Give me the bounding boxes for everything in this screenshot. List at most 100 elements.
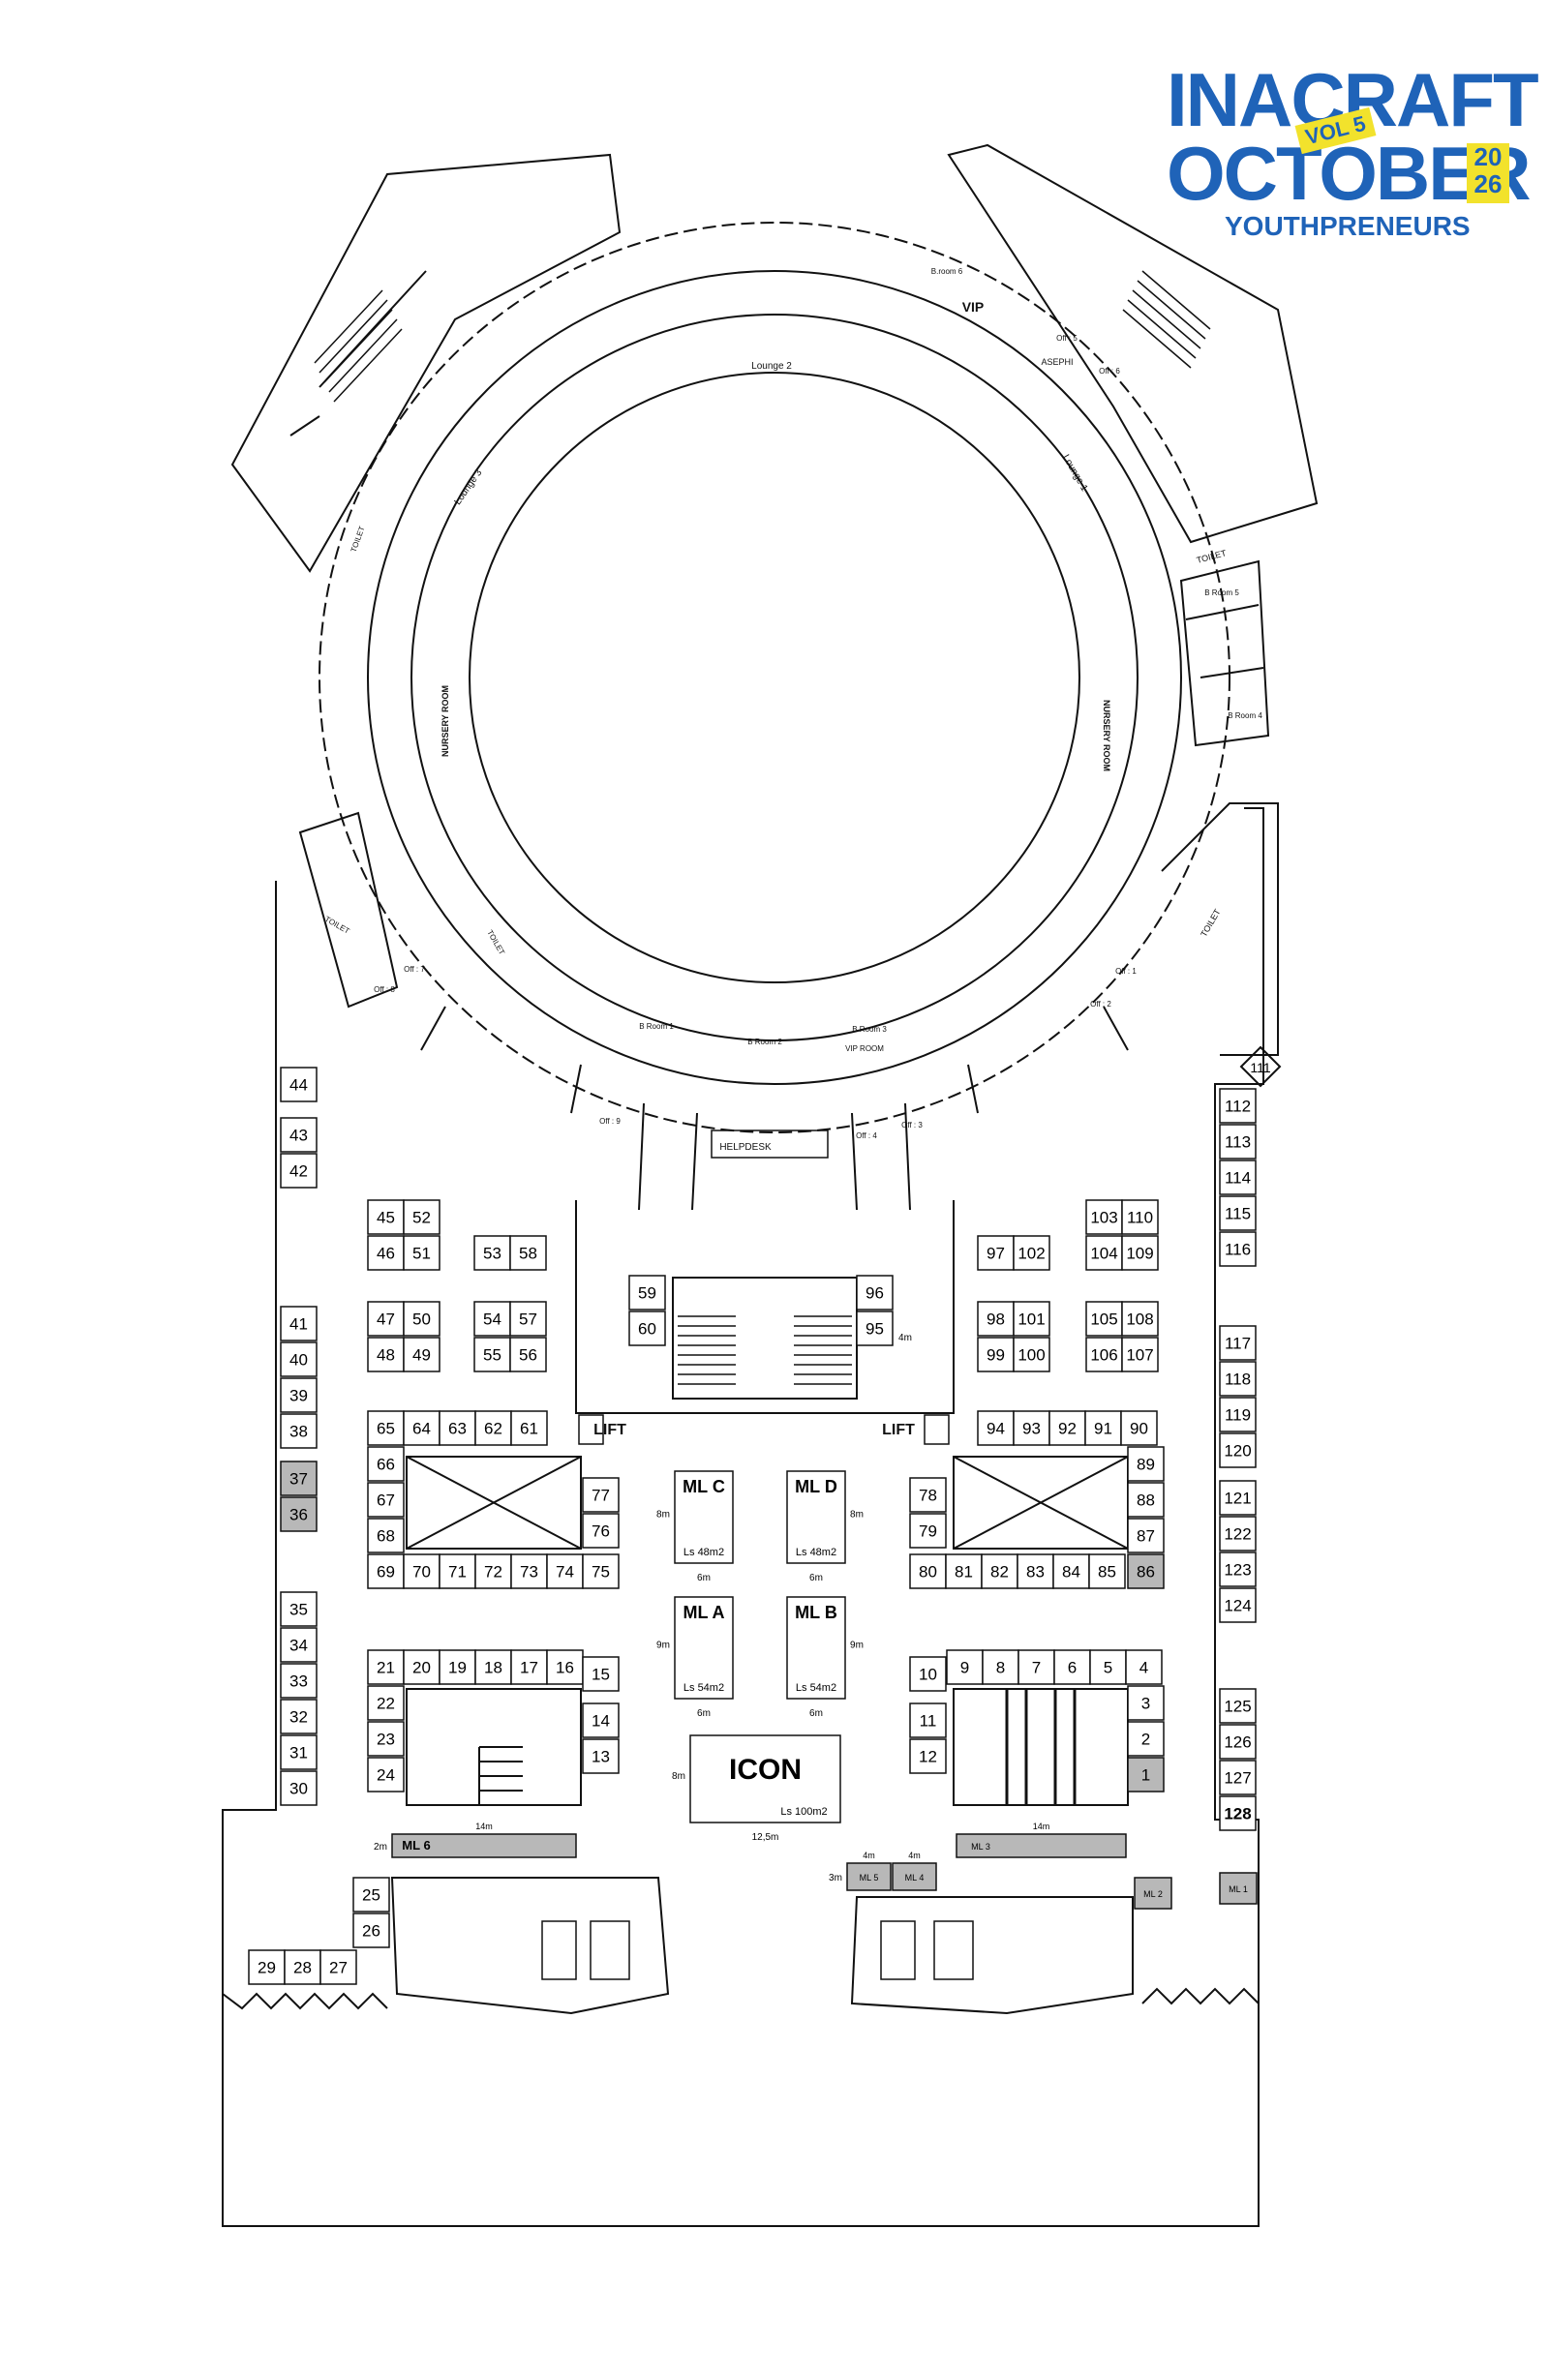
booth-1[interactable] (1127, 1757, 1165, 1793)
booth-74[interactable] (546, 1553, 584, 1589)
booth-123[interactable] (1219, 1552, 1257, 1587)
booth-67[interactable] (367, 1482, 405, 1518)
booth-104[interactable] (1085, 1235, 1123, 1271)
booth-96[interactable] (856, 1275, 894, 1311)
booth-33[interactable] (280, 1663, 318, 1699)
booth-5[interactable] (1089, 1649, 1127, 1685)
booth-11[interactable] (909, 1702, 947, 1738)
booth-37[interactable] (280, 1461, 318, 1496)
booth-2[interactable] (1127, 1721, 1165, 1757)
booth-50[interactable] (403, 1301, 440, 1337)
booth-15[interactable] (582, 1656, 620, 1692)
booth-10[interactable] (909, 1656, 947, 1692)
booth-112[interactable] (1219, 1088, 1257, 1124)
booth-6[interactable] (1053, 1649, 1091, 1685)
booth-85[interactable] (1088, 1553, 1126, 1589)
special-block-ml-c[interactable] (674, 1470, 734, 1564)
ml-strip-ml-3[interactable] (956, 1833, 1127, 1858)
special-block-ml-d[interactable] (786, 1470, 846, 1564)
booth-42[interactable] (280, 1153, 318, 1189)
booth-105[interactable] (1085, 1301, 1123, 1337)
booth-44[interactable] (280, 1067, 318, 1102)
booth-115[interactable] (1219, 1195, 1257, 1231)
booth-78[interactable] (909, 1477, 947, 1513)
booth-17[interactable] (510, 1649, 548, 1685)
booth-100[interactable] (1013, 1337, 1050, 1372)
booth-7[interactable] (1017, 1649, 1055, 1685)
special-block-ml-b[interactable] (786, 1596, 846, 1700)
booth-68[interactable] (367, 1518, 405, 1553)
booth-13[interactable] (582, 1738, 620, 1774)
booth-103[interactable] (1085, 1199, 1123, 1235)
booth-66[interactable] (367, 1446, 405, 1482)
booth-125[interactable] (1219, 1688, 1257, 1724)
booth-49[interactable] (403, 1337, 440, 1372)
booth-110[interactable] (1121, 1199, 1159, 1235)
booth-88[interactable] (1127, 1482, 1165, 1518)
booth-21[interactable] (367, 1649, 405, 1685)
booth-26[interactable] (352, 1913, 390, 1948)
booth-61[interactable] (510, 1410, 548, 1446)
booth-75[interactable] (582, 1553, 620, 1589)
booth-101[interactable] (1013, 1301, 1050, 1337)
booth-113[interactable] (1219, 1124, 1257, 1160)
booth-8[interactable] (982, 1649, 1019, 1685)
booth-77[interactable] (582, 1477, 620, 1513)
booth-25[interactable] (352, 1877, 390, 1913)
booth-34[interactable] (280, 1627, 318, 1663)
booth-94[interactable] (977, 1410, 1015, 1446)
booth-81[interactable] (945, 1553, 983, 1589)
booth-45[interactable] (367, 1199, 405, 1235)
special-block-icon[interactable] (689, 1734, 841, 1823)
booth-89[interactable] (1127, 1446, 1165, 1482)
booth-83[interactable] (1017, 1553, 1054, 1589)
booth-122[interactable] (1219, 1516, 1257, 1552)
booth-38[interactable] (280, 1413, 318, 1449)
booth-87[interactable] (1127, 1518, 1165, 1553)
ml-strip-ml-4[interactable] (892, 1862, 937, 1891)
booth-90[interactable] (1120, 1410, 1158, 1446)
booth-97[interactable] (977, 1235, 1015, 1271)
booth-108[interactable] (1121, 1301, 1159, 1337)
booth-57[interactable] (509, 1301, 547, 1337)
booth-51[interactable] (403, 1235, 440, 1271)
booth-65[interactable] (367, 1410, 405, 1446)
booth-119[interactable] (1219, 1397, 1257, 1432)
booth-128[interactable] (1219, 1795, 1257, 1831)
booth-19[interactable] (439, 1649, 476, 1685)
booth-4[interactable] (1125, 1649, 1163, 1685)
booth-56[interactable] (509, 1337, 547, 1372)
booth-86[interactable] (1127, 1553, 1165, 1589)
booth-95[interactable] (856, 1311, 894, 1346)
booth-127[interactable] (1219, 1760, 1257, 1795)
booth-82[interactable] (981, 1553, 1018, 1589)
booth-116[interactable] (1219, 1231, 1257, 1267)
booth-91[interactable] (1084, 1410, 1122, 1446)
booth-102[interactable] (1013, 1235, 1050, 1271)
booth-14[interactable] (582, 1702, 620, 1738)
ml-strip-ml-2[interactable] (1134, 1877, 1172, 1910)
booth-35[interactable] (280, 1591, 318, 1627)
booth-93[interactable] (1013, 1410, 1050, 1446)
booth-40[interactable] (280, 1341, 318, 1377)
special-block-ml-a[interactable] (674, 1596, 734, 1700)
booth-107[interactable] (1121, 1337, 1159, 1372)
booth-126[interactable] (1219, 1724, 1257, 1760)
booth-121[interactable] (1219, 1480, 1257, 1516)
booth-12[interactable] (909, 1738, 947, 1774)
booth-71[interactable] (439, 1553, 476, 1589)
booth-79[interactable] (909, 1513, 947, 1549)
booth-76[interactable] (582, 1513, 620, 1549)
booth-41[interactable] (280, 1306, 318, 1341)
booth-32[interactable] (280, 1699, 318, 1734)
booth-23[interactable] (367, 1721, 405, 1757)
booth-124[interactable] (1219, 1587, 1257, 1623)
booth-60[interactable] (628, 1311, 666, 1346)
booth-118[interactable] (1219, 1361, 1257, 1397)
booth-39[interactable] (280, 1377, 318, 1413)
booth-9[interactable] (946, 1649, 984, 1685)
booth-114[interactable] (1219, 1160, 1257, 1195)
booth-36[interactable] (280, 1496, 318, 1532)
booth-24[interactable] (367, 1757, 405, 1793)
booth-117[interactable] (1219, 1325, 1257, 1361)
